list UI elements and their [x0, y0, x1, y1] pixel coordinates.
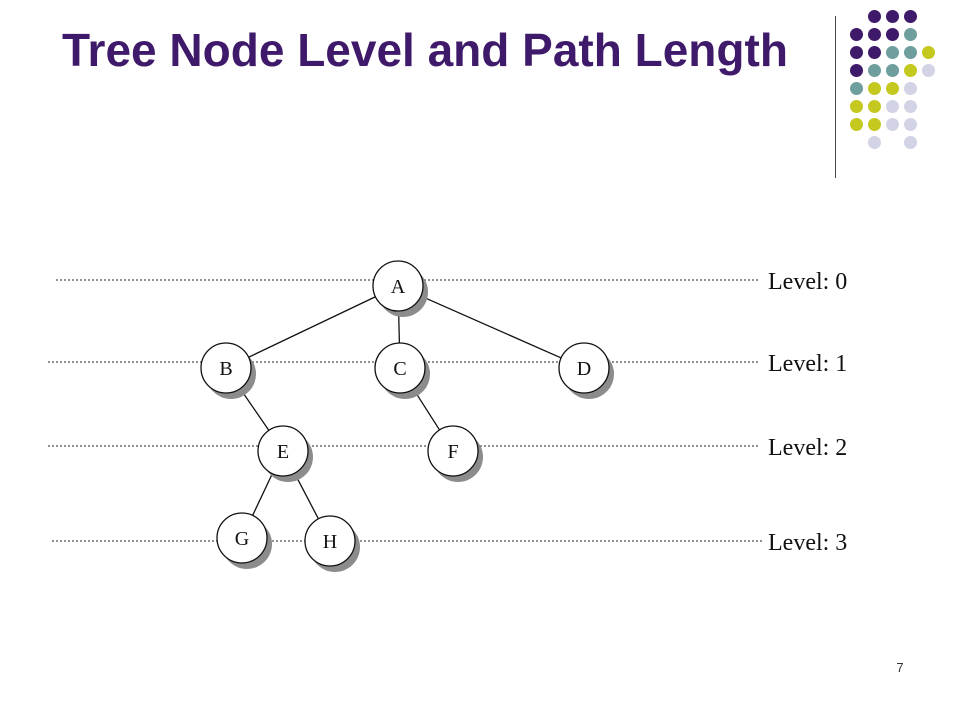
- tree-node-h: H: [304, 515, 360, 572]
- decorative-dot: [850, 28, 863, 41]
- level-guides: Level: 0 Level: 1 Level: 2 Level: 3: [48, 269, 847, 556]
- node-circle: [304, 515, 356, 567]
- tree-node-g: G: [216, 512, 272, 569]
- decorative-dot: [886, 64, 899, 77]
- node-circle: [427, 425, 479, 477]
- decorative-dot: [850, 46, 863, 59]
- tree-node-a: A: [372, 260, 428, 317]
- decorative-dot: [922, 64, 935, 77]
- node-circle: [200, 342, 252, 394]
- tree-node-f: F: [427, 425, 483, 482]
- decorative-dot-grid: [850, 10, 950, 160]
- tree-edge: [293, 472, 320, 520]
- node-label: E: [277, 441, 289, 463]
- decorative-dot: [868, 82, 881, 95]
- decorative-dot: [868, 136, 881, 149]
- decorative-dot: [904, 10, 917, 23]
- node-circle: [374, 342, 426, 394]
- decorative-dot: [904, 28, 917, 41]
- decorative-dot: [850, 64, 863, 77]
- node-label: A: [391, 276, 406, 298]
- level-label: Level: 1: [768, 351, 847, 377]
- node-label: H: [323, 531, 337, 553]
- node-circle: [372, 260, 424, 312]
- node-label: G: [235, 528, 249, 550]
- slide-title: Tree Node Level and Path Length: [62, 24, 788, 76]
- page-number: 7: [896, 660, 904, 675]
- decorative-dot: [868, 100, 881, 113]
- tree-node-c: C: [374, 342, 430, 399]
- tree-edge: [420, 295, 562, 359]
- tree-edges: [239, 295, 562, 520]
- decorative-dot: [886, 46, 899, 59]
- decorative-dot: [868, 64, 881, 77]
- node-circle: [216, 512, 268, 564]
- decorative-dot: [868, 118, 881, 131]
- node-circle: [558, 342, 610, 394]
- decorative-dot: [886, 10, 899, 23]
- decorative-dot: [850, 82, 863, 95]
- decorative-dot: [922, 46, 935, 59]
- title-divider-line: [835, 16, 836, 178]
- node-label: C: [393, 358, 406, 380]
- decorative-dot: [904, 82, 917, 95]
- level-label: Level: 3: [768, 530, 847, 556]
- decorative-dot: [850, 118, 863, 131]
- tree-edge: [412, 388, 441, 431]
- decorative-dot: [904, 46, 917, 59]
- decorative-dot: [850, 100, 863, 113]
- decorative-dot: [886, 118, 899, 131]
- decorative-dot: [886, 82, 899, 95]
- decorative-dot: [886, 100, 899, 113]
- tree-edge: [252, 473, 273, 516]
- tree-edge: [248, 296, 376, 358]
- tree-node-b: B: [200, 342, 256, 399]
- tree-nodes: A B C D E F G H: [200, 260, 614, 572]
- decorative-dot: [868, 28, 881, 41]
- decorative-dot: [868, 10, 881, 23]
- decorative-dot: [868, 46, 881, 59]
- tree-edge: [239, 388, 270, 431]
- decorative-dot: [886, 28, 899, 41]
- node-label: D: [577, 358, 591, 380]
- decorative-dot: [904, 100, 917, 113]
- decorative-dot: [904, 118, 917, 131]
- level-label: Level: 0: [768, 269, 847, 295]
- node-label: B: [219, 358, 232, 380]
- decorative-dot: [904, 64, 917, 77]
- node-label: F: [447, 441, 458, 463]
- tree-node-d: D: [558, 342, 614, 399]
- level-label: Level: 2: [768, 435, 847, 461]
- tree-node-e: E: [257, 425, 313, 482]
- decorative-dot: [904, 136, 917, 149]
- node-circle: [257, 425, 309, 477]
